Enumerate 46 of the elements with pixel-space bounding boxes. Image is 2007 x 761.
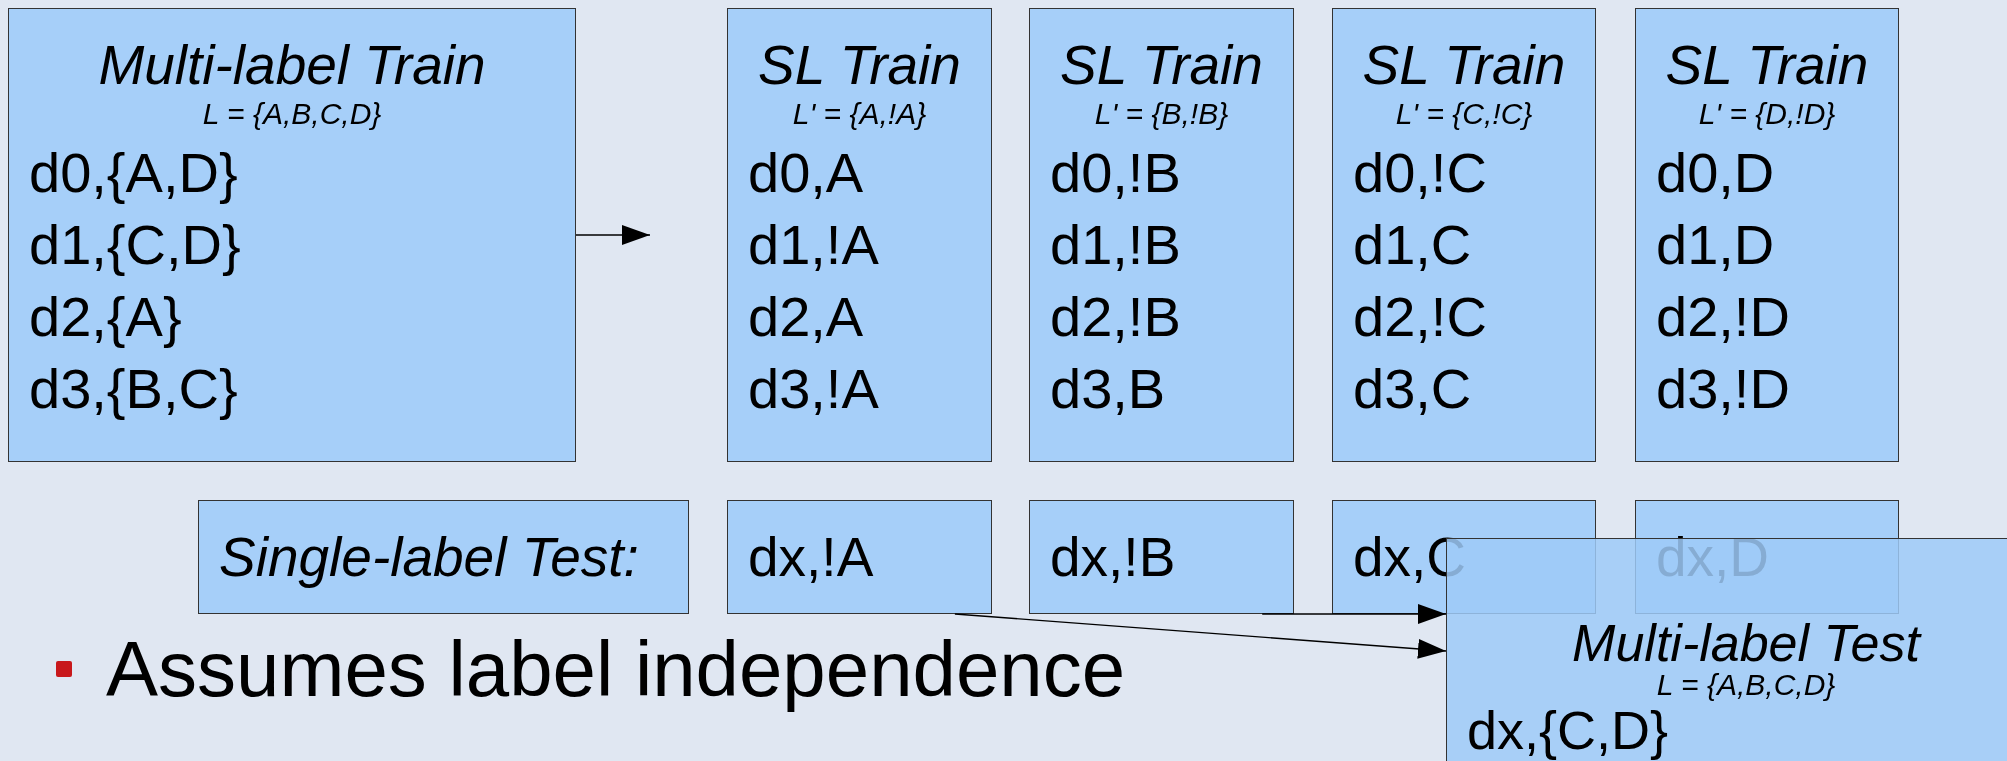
row-text: d0,D [1655,140,1776,206]
arrow [575,225,651,245]
label-set: L' = {C,!C} [1394,96,1534,132]
label-set: L = {A,B,C,D} [1655,668,1837,702]
row-text: d0,A [747,140,865,206]
box-heading: Multi-label Test [1571,618,1923,668]
data-box [727,500,992,614]
arrow [954,613,1447,659]
data-box [8,8,576,462]
row-text: d2,{A} [28,284,183,350]
row-text: d3,!D [1655,356,1791,422]
row-text: d0,!B [1049,140,1182,206]
data-box [1029,500,1294,614]
row-text: d2,!C [1352,284,1488,350]
data-box [1029,8,1294,462]
row-text: d3,B [1049,356,1167,422]
label-set: L' = {D,!D} [1697,96,1837,132]
label-set: L = {A,B,C,D} [201,96,383,132]
label-set: L' = {A,!A} [791,96,928,132]
box-heading: SL Train [1664,35,1870,95]
row-text: d0,!C [1352,140,1488,206]
row-text: d1,D [1655,212,1776,278]
row-text: dx,!B [1049,529,1177,585]
data-box [198,500,689,614]
row-text: d3,!A [747,356,880,422]
row-text: d3,{B,C} [28,356,239,422]
data-box [1332,8,1596,462]
row-text: d0,{A,D} [28,140,239,206]
row-text: d1,{C,D} [28,212,242,278]
row-text: d1,!A [747,212,880,278]
row-text: dx,!A [747,529,875,585]
box-heading: Multi-label Train [97,35,487,95]
row-text: d2,!D [1655,284,1791,350]
row-text: d1,C [1352,212,1473,278]
data-box [1635,8,1899,462]
row-text: d2,A [747,284,865,350]
box-heading: SL Train [757,35,962,95]
data-box [727,8,992,462]
label-set: L' = {B,!B} [1093,96,1230,132]
row-text: d2,!B [1049,284,1182,350]
row-text: d3,C [1352,356,1473,422]
row-text: dx,{C,D} [1466,702,1670,758]
box-heading: SL Train [1361,35,1567,95]
box-heading: SL Train [1059,35,1264,95]
row-text: d1,!B [1049,212,1182,278]
arrow [1261,604,1447,624]
